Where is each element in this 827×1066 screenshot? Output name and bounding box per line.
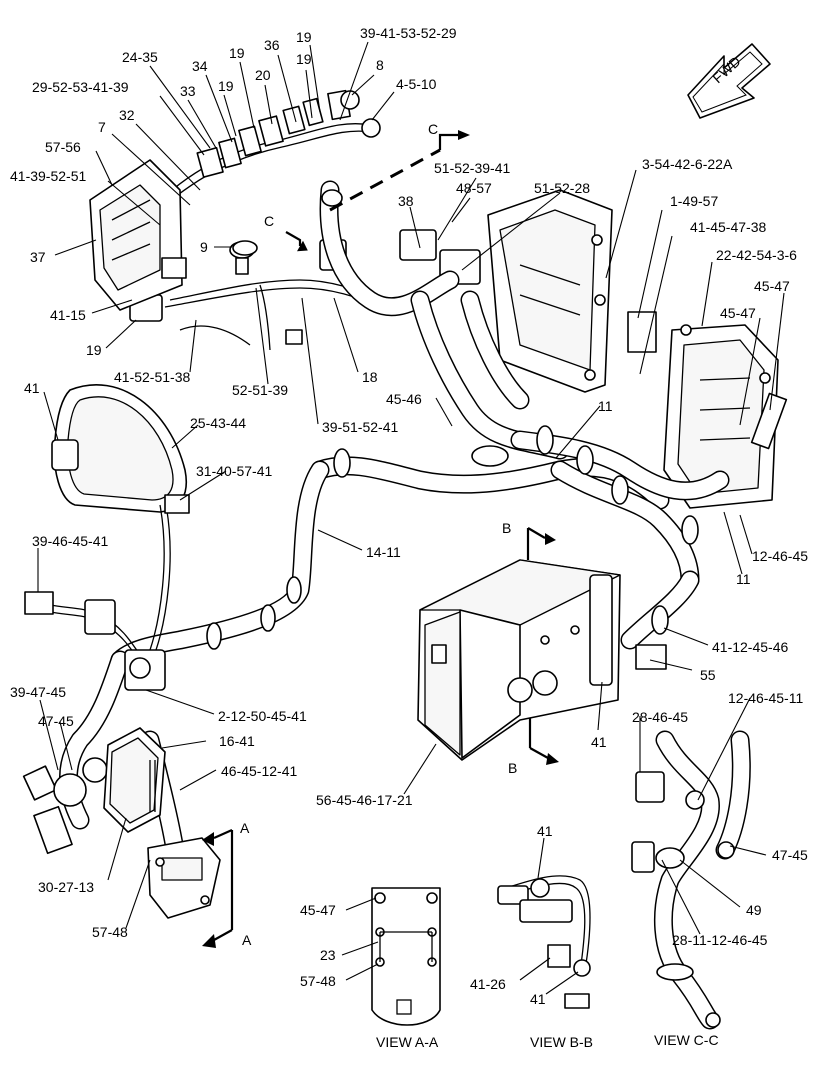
section-a-bottom-letter: A bbox=[242, 932, 252, 948]
view-b-b-harness bbox=[497, 875, 591, 1009]
section-b-top-letter: B bbox=[502, 520, 511, 536]
upper-right-ecm bbox=[487, 189, 657, 393]
callout-label: 19 bbox=[296, 29, 312, 45]
callout-label: 28-11-12-46-45 bbox=[672, 932, 768, 948]
callout-label: 45-47 bbox=[754, 278, 790, 294]
callout-label: 19 bbox=[296, 51, 312, 67]
view-b-b-caption: VIEW B-B bbox=[530, 1034, 593, 1050]
callout-label: 47-45 bbox=[38, 713, 74, 729]
callout-label: 39-51-52-41 bbox=[322, 419, 398, 435]
callout-label: 3-54-42-6-22A bbox=[642, 156, 733, 172]
far-right-ecm bbox=[663, 324, 788, 509]
callout-label: 57-48 bbox=[92, 924, 128, 940]
left-harness bbox=[22, 591, 166, 855]
callout-label: 41-39-52-51 bbox=[10, 168, 86, 184]
center-module bbox=[417, 559, 667, 761]
section-b-bottom-letter: B bbox=[508, 760, 517, 776]
callout-label: 49 bbox=[746, 902, 762, 918]
section-cut-b bbox=[526, 527, 559, 765]
callout-label: 24-35 bbox=[122, 49, 158, 65]
callout-label: 11 bbox=[736, 571, 751, 587]
callout-label: 14-11 bbox=[366, 544, 401, 560]
callout-label: 37 bbox=[30, 249, 46, 265]
callout-label: 4-5-10 bbox=[396, 76, 437, 92]
section-a-top-letter: A bbox=[240, 820, 250, 836]
callout-label: 41 bbox=[530, 991, 546, 1007]
section-c-left-letter: C bbox=[264, 213, 274, 229]
callout-label: 9 bbox=[200, 239, 208, 255]
callout-label: 20 bbox=[255, 67, 271, 83]
callout-label: 8 bbox=[376, 57, 384, 73]
callout-label: 11 bbox=[598, 398, 613, 414]
callout-label: 39-46-45-41 bbox=[32, 533, 108, 549]
callout-label: 16-41 bbox=[219, 733, 255, 749]
callout-label: 45-47 bbox=[300, 902, 336, 918]
callout-label: 30-27-13 bbox=[38, 879, 94, 895]
round-cover-assembly bbox=[51, 384, 190, 651]
callout-label: 41 bbox=[24, 380, 40, 396]
view-a-a-bracket bbox=[371, 887, 441, 1026]
lower-bracket bbox=[147, 837, 221, 919]
callout-label: 41-26 bbox=[470, 976, 506, 992]
leader-lines bbox=[37, 41, 785, 995]
callout-label: 32 bbox=[119, 107, 135, 123]
view-c-c-hose bbox=[631, 730, 751, 1030]
callout-label: 19 bbox=[218, 78, 234, 94]
callout-label: 45-47 bbox=[720, 305, 756, 321]
callout-label: 38 bbox=[398, 193, 414, 209]
callout-label: 41-15 bbox=[50, 307, 86, 323]
callout-label: 31-40-57-41 bbox=[196, 463, 272, 479]
callout-label: 1-49-57 bbox=[670, 193, 718, 209]
view-captions: VIEW A-A VIEW B-B VIEW C-C bbox=[376, 1032, 719, 1050]
section-letters: C C B B A A bbox=[240, 121, 517, 948]
callout-label: 19 bbox=[229, 45, 245, 61]
callout-label: 47-45 bbox=[772, 847, 808, 863]
section-cut-a bbox=[202, 828, 234, 948]
left-control-module bbox=[89, 159, 187, 311]
callout-label: 57-48 bbox=[300, 973, 336, 989]
callout-label: 34 bbox=[192, 58, 208, 74]
callout-label: 41-12-45-46 bbox=[712, 639, 788, 655]
callout-label: 56-45-46-17-21 bbox=[316, 792, 413, 808]
callout-label: 46-45-12-41 bbox=[221, 763, 297, 779]
callout-label: 55 bbox=[700, 667, 716, 683]
callout-label: 25-43-44 bbox=[190, 415, 246, 431]
callout-label: 41-52-51-38 bbox=[114, 369, 190, 385]
callout-label: 7 bbox=[98, 119, 106, 135]
lower-left-module bbox=[103, 727, 166, 833]
section-c-top-letter: C bbox=[428, 121, 438, 137]
callout-label: 57-56 bbox=[45, 139, 81, 155]
callout-label: 18 bbox=[362, 369, 378, 385]
callout-label: 19 bbox=[86, 342, 102, 358]
callout-label: 28-46-45 bbox=[632, 709, 688, 725]
callout-label: 51-52-39-41 bbox=[434, 160, 510, 176]
callout-label: 22-42-54-3-6 bbox=[716, 247, 797, 263]
callout-label: 41 bbox=[537, 823, 553, 839]
callout-label: 41 bbox=[591, 734, 607, 750]
callout-label: 23 bbox=[320, 947, 336, 963]
view-a-a-caption: VIEW A-A bbox=[376, 1034, 439, 1050]
callout-label: 36 bbox=[264, 37, 280, 53]
callout-label: 29-52-53-41-39 bbox=[32, 79, 129, 95]
callout-label: 39-41-53-52-29 bbox=[360, 25, 457, 41]
section-cut-c bbox=[285, 130, 470, 252]
hose-clamps bbox=[206, 189, 699, 650]
callout-label: 33 bbox=[180, 83, 196, 99]
callout-label: 51-52-28 bbox=[534, 180, 590, 196]
fwd-arrow-icon: FWD bbox=[687, 43, 771, 119]
sensor-9 bbox=[232, 240, 258, 256]
callout-labels: 39-41-53-52-29 19 36 19 24-35 34 20 19 8… bbox=[10, 25, 808, 1007]
callout-label: 52-51-39 bbox=[232, 382, 288, 398]
view-c-c-caption: VIEW C-C bbox=[654, 1032, 719, 1048]
callout-label: 41-45-47-38 bbox=[690, 219, 766, 235]
callout-label: 12-46-45-11 bbox=[728, 690, 803, 706]
callout-label: 45-46 bbox=[386, 391, 422, 407]
callout-label: 48-57 bbox=[456, 180, 492, 196]
callout-label: 2-12-50-45-41 bbox=[218, 708, 307, 724]
callout-label: 12-46-45 bbox=[752, 548, 808, 564]
callout-label: 39-47-45 bbox=[10, 684, 66, 700]
